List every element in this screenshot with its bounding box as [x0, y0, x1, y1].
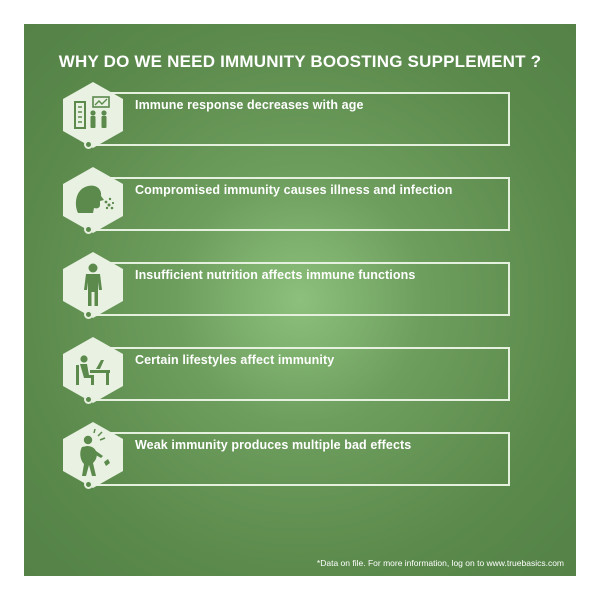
- item-label: Immune response decreases with age: [135, 98, 364, 112]
- item-frame: [90, 347, 510, 401]
- list-item: Immune response decreases with age: [60, 80, 540, 150]
- page-title: WHY DO WE NEED IMMUNITY BOOSTING SUPPLEM…: [58, 52, 542, 71]
- list-item: Compromised immunity causes illness and …: [60, 165, 540, 235]
- item-label: Compromised immunity causes illness and …: [135, 183, 453, 197]
- item-frame: [90, 262, 510, 316]
- list-item: Insufficient nutrition affects immune fu…: [60, 250, 540, 320]
- item-label: Insufficient nutrition affects immune fu…: [135, 268, 416, 282]
- list-item: Weak immunity produces multiple bad effe…: [60, 420, 540, 490]
- item-frame: [90, 177, 510, 231]
- item-label: Certain lifestyles affect immunity: [135, 353, 335, 367]
- sick-person-icon: [60, 420, 126, 490]
- item-label: Weak immunity produces multiple bad effe…: [135, 438, 412, 452]
- item-frame: [90, 92, 510, 146]
- sneezing-person-icon: [60, 165, 126, 235]
- infographic-panel: WHY DO WE NEED IMMUNITY BOOSTING SUPPLEM…: [24, 24, 576, 576]
- footnote: *Data on file. For more information, log…: [316, 558, 564, 568]
- list-item: Certain lifestyles affect immunity: [60, 335, 540, 405]
- connector-dot: [84, 480, 93, 489]
- connector-dot: [84, 395, 93, 404]
- person-at-desk-icon: [60, 335, 126, 405]
- human-body-icon: [60, 250, 126, 320]
- connector-dot: [84, 140, 93, 149]
- age-group-icon: [60, 80, 126, 150]
- item-frame: [90, 432, 510, 486]
- connector-dot: [84, 310, 93, 319]
- connector-dot: [84, 225, 93, 234]
